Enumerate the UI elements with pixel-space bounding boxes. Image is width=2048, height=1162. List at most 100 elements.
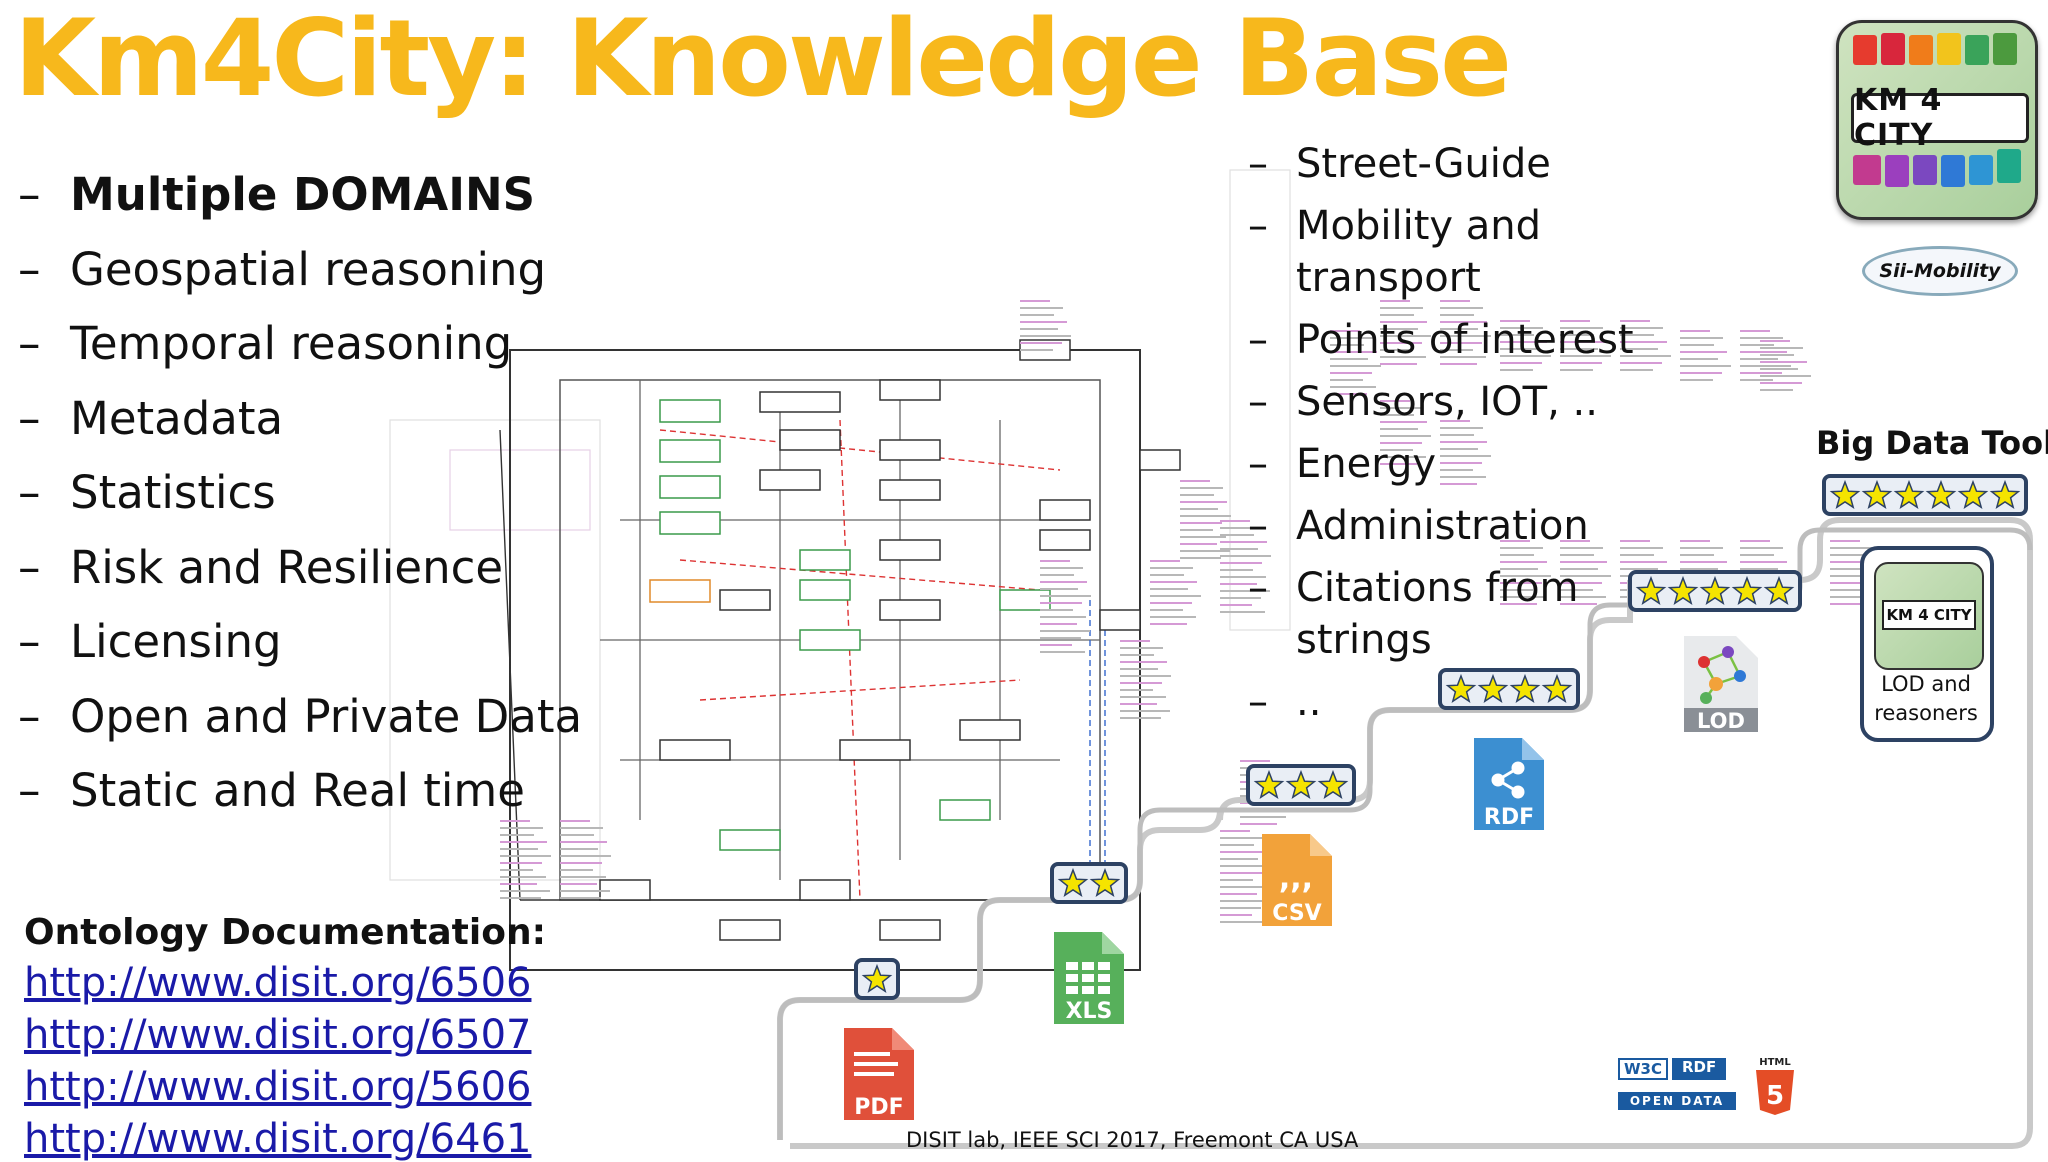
diagram-text-line xyxy=(1180,480,1210,482)
diagram-text-line xyxy=(1440,469,1473,471)
w3c-text: W3C xyxy=(1618,1058,1668,1080)
diagram-text-line xyxy=(1330,386,1376,388)
bullet-dash: – xyxy=(18,168,41,221)
diagram-text-line xyxy=(1220,886,1266,888)
ontology-link-6507[interactable]: http://www.disit.org/6507 xyxy=(24,1012,532,1058)
diagram-text-line xyxy=(1120,668,1158,670)
domain-item-label: Static and Real time xyxy=(70,764,525,817)
diagram-text-line xyxy=(560,848,598,850)
diagram-text-line xyxy=(1380,407,1423,409)
diagram-text-line xyxy=(1330,344,1364,346)
bullet-dash: – xyxy=(18,242,41,296)
diagram-node xyxy=(719,919,781,941)
ontology-link-5606[interactable]: http://www.disit.org/5606 xyxy=(24,1064,532,1110)
diagram-text-line xyxy=(500,848,538,850)
diagram-text-line xyxy=(1330,365,1381,367)
diagram-node xyxy=(649,579,711,603)
lod-reasoners-text: LOD and reasoners xyxy=(1866,670,1986,728)
diagram-text-line xyxy=(1220,562,1262,564)
diagram-text-line xyxy=(1120,640,1150,642)
star-icon xyxy=(1541,673,1573,704)
diagram-text-line xyxy=(1220,921,1265,923)
diagram-text-line xyxy=(1040,623,1077,625)
diagram-text-line xyxy=(1760,347,1803,349)
diagram-text-line xyxy=(1330,358,1368,360)
diagram-text-line xyxy=(1330,393,1367,395)
diagram-text-line xyxy=(1040,609,1073,611)
diagram-text-line xyxy=(1440,307,1483,309)
diagram-text-line xyxy=(1120,689,1153,691)
diagram-text-line xyxy=(1620,568,1658,570)
diagram-text-line xyxy=(1560,320,1590,322)
diagram-text-line xyxy=(1180,494,1214,496)
diagram-text-line xyxy=(1500,582,1542,584)
diagram-text-line xyxy=(560,869,593,871)
diagram-node xyxy=(659,739,731,761)
diagram-text-line xyxy=(500,883,537,885)
big-data-tools-label: Big Data Tools xyxy=(1816,424,2048,462)
diagram-text-line xyxy=(1180,487,1223,489)
diagram-text-line xyxy=(1500,547,1543,549)
diagram-text-line xyxy=(1380,356,1426,358)
topic-item-label: Mobility and xyxy=(1296,203,1542,249)
diagram-text-line xyxy=(1040,602,1082,604)
diagram-text-line xyxy=(1560,561,1607,563)
diagram-text-line xyxy=(1620,341,1667,343)
domain-item: –Geospatial reasoning xyxy=(18,233,582,308)
diagram-text-line xyxy=(1220,907,1261,909)
open-data-logo: OPEN DATA xyxy=(1618,1092,1736,1110)
xls-icon: XLS xyxy=(1054,932,1124,1024)
domain-item: –Multiple DOMAINS xyxy=(18,158,582,233)
diagram-text-line xyxy=(1120,654,1154,656)
domain-item-label: Risk and Resilience xyxy=(70,540,504,594)
slide-title: Km4City: Knowledge Base xyxy=(14,0,1512,120)
diagram-text-line xyxy=(1220,520,1250,522)
star-icon xyxy=(861,963,893,994)
domain-item-label: Multiple DOMAINS xyxy=(70,168,536,221)
diagram-text-line xyxy=(1040,630,1090,632)
topic-item: –Points of interest xyxy=(1248,314,1634,366)
w3c-rdf-logo: W3C RDF xyxy=(1618,1058,1736,1080)
diagram-text-line xyxy=(1760,368,1798,370)
diagram-node xyxy=(799,879,851,901)
diagram-text-line xyxy=(1560,348,1598,350)
diagram-text-line xyxy=(1620,369,1653,371)
topic-item: –Sensors, IOT, .. xyxy=(1248,376,1634,428)
diagram-text-line xyxy=(1020,349,1053,351)
diagram-text-line xyxy=(1020,335,1071,337)
domain-item: –Licensing xyxy=(18,605,582,680)
diagram-text-line xyxy=(1440,321,1487,323)
diagram-text-line xyxy=(1380,400,1410,402)
diagram-text-line xyxy=(1830,596,1876,598)
diagram-text-line xyxy=(500,876,546,878)
bullet-dash: – xyxy=(1248,141,1268,187)
diagram-text-line xyxy=(1500,561,1547,563)
diagram-text-line xyxy=(1330,372,1372,374)
diagram-text-line xyxy=(1220,527,1263,529)
diagram-text-line xyxy=(1380,335,1431,337)
diagram-text-line xyxy=(1560,554,1594,556)
ontology-link-6461[interactable]: http://www.disit.org/6461 xyxy=(24,1116,532,1162)
diagram-text-line xyxy=(1180,529,1213,531)
star-icon xyxy=(1635,575,1667,606)
diagram-text-line xyxy=(1380,456,1426,458)
diagram-text-line xyxy=(1560,341,1607,343)
diagram-text-line xyxy=(560,876,606,878)
bullet-dash: – xyxy=(1248,503,1268,549)
diagram-node xyxy=(1099,609,1141,631)
diagram-text-line xyxy=(1180,501,1227,503)
topic-item-label: strings xyxy=(1296,617,1432,663)
diagram-node xyxy=(879,379,941,401)
domain-item-label: Licensing xyxy=(70,615,282,668)
diagram-text-line xyxy=(1560,596,1606,598)
diagram-text-line xyxy=(1760,375,1811,377)
diagram-text-line xyxy=(1830,547,1873,549)
diagram-text-line xyxy=(1680,337,1723,339)
diagram-text-line xyxy=(1020,300,1050,302)
diagram-text-line xyxy=(1500,540,1530,542)
diagram-node xyxy=(799,579,851,601)
diagram-node xyxy=(659,439,721,463)
ontology-link-6506[interactable]: http://www.disit.org/6506 xyxy=(24,960,532,1006)
diagram-text-line xyxy=(1560,575,1611,577)
